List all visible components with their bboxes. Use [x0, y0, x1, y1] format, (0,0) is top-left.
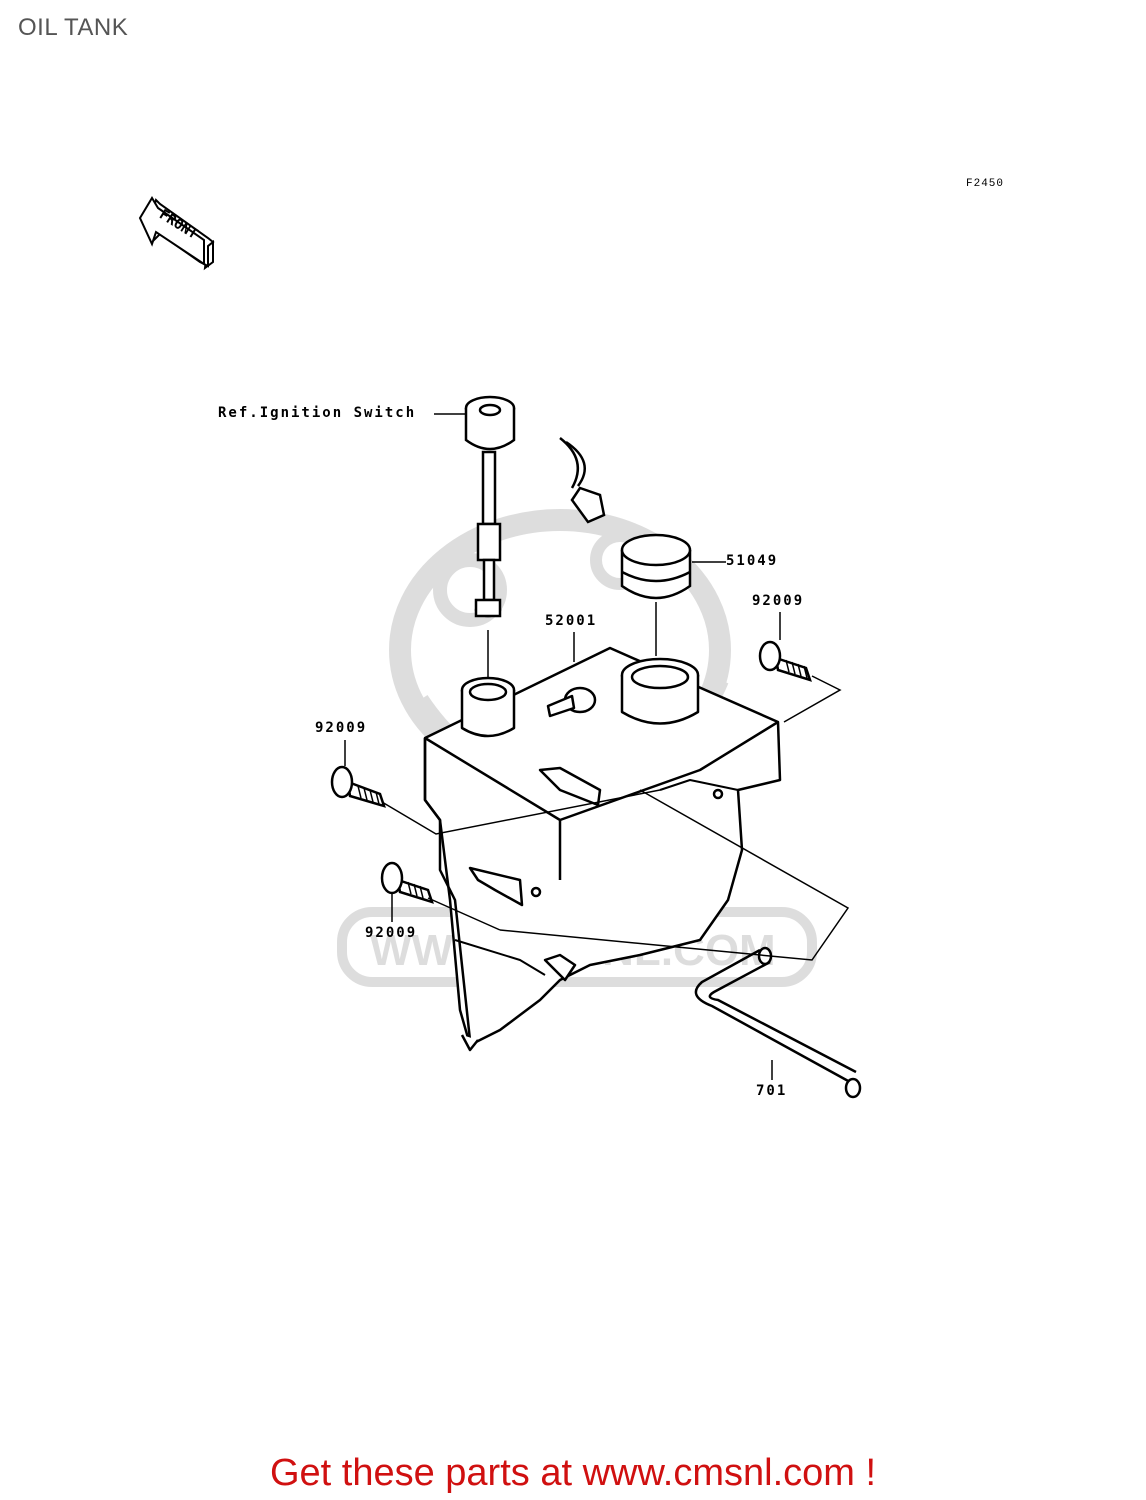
callout-bolt-right: 92009	[752, 593, 805, 609]
oil-tank	[423, 646, 782, 1052]
figure-code: F2450	[966, 178, 1005, 190]
bolt-lower	[380, 861, 434, 904]
callout-bolt-lower: 92009	[365, 925, 418, 941]
front-arrow-icon: FRONT	[138, 196, 215, 271]
callout-tank: 52001	[545, 613, 598, 629]
hose	[694, 946, 862, 1099]
oil-level-gauge	[464, 395, 606, 618]
bolt-left	[330, 765, 386, 808]
callout-bolt-left: 92009	[315, 720, 368, 736]
leader-lines	[344, 413, 850, 1080]
cap	[620, 533, 692, 600]
cta-link[interactable]: Get these parts at www.cmsnl.com !	[269, 1452, 877, 1494]
callout-ignition-switch: Ref.Ignition Switch	[218, 405, 417, 421]
callout-cap: 51049	[726, 553, 779, 569]
bolt-right	[758, 640, 812, 682]
page-title: OIL TANK	[18, 14, 129, 41]
callout-hose: 701	[756, 1083, 788, 1099]
